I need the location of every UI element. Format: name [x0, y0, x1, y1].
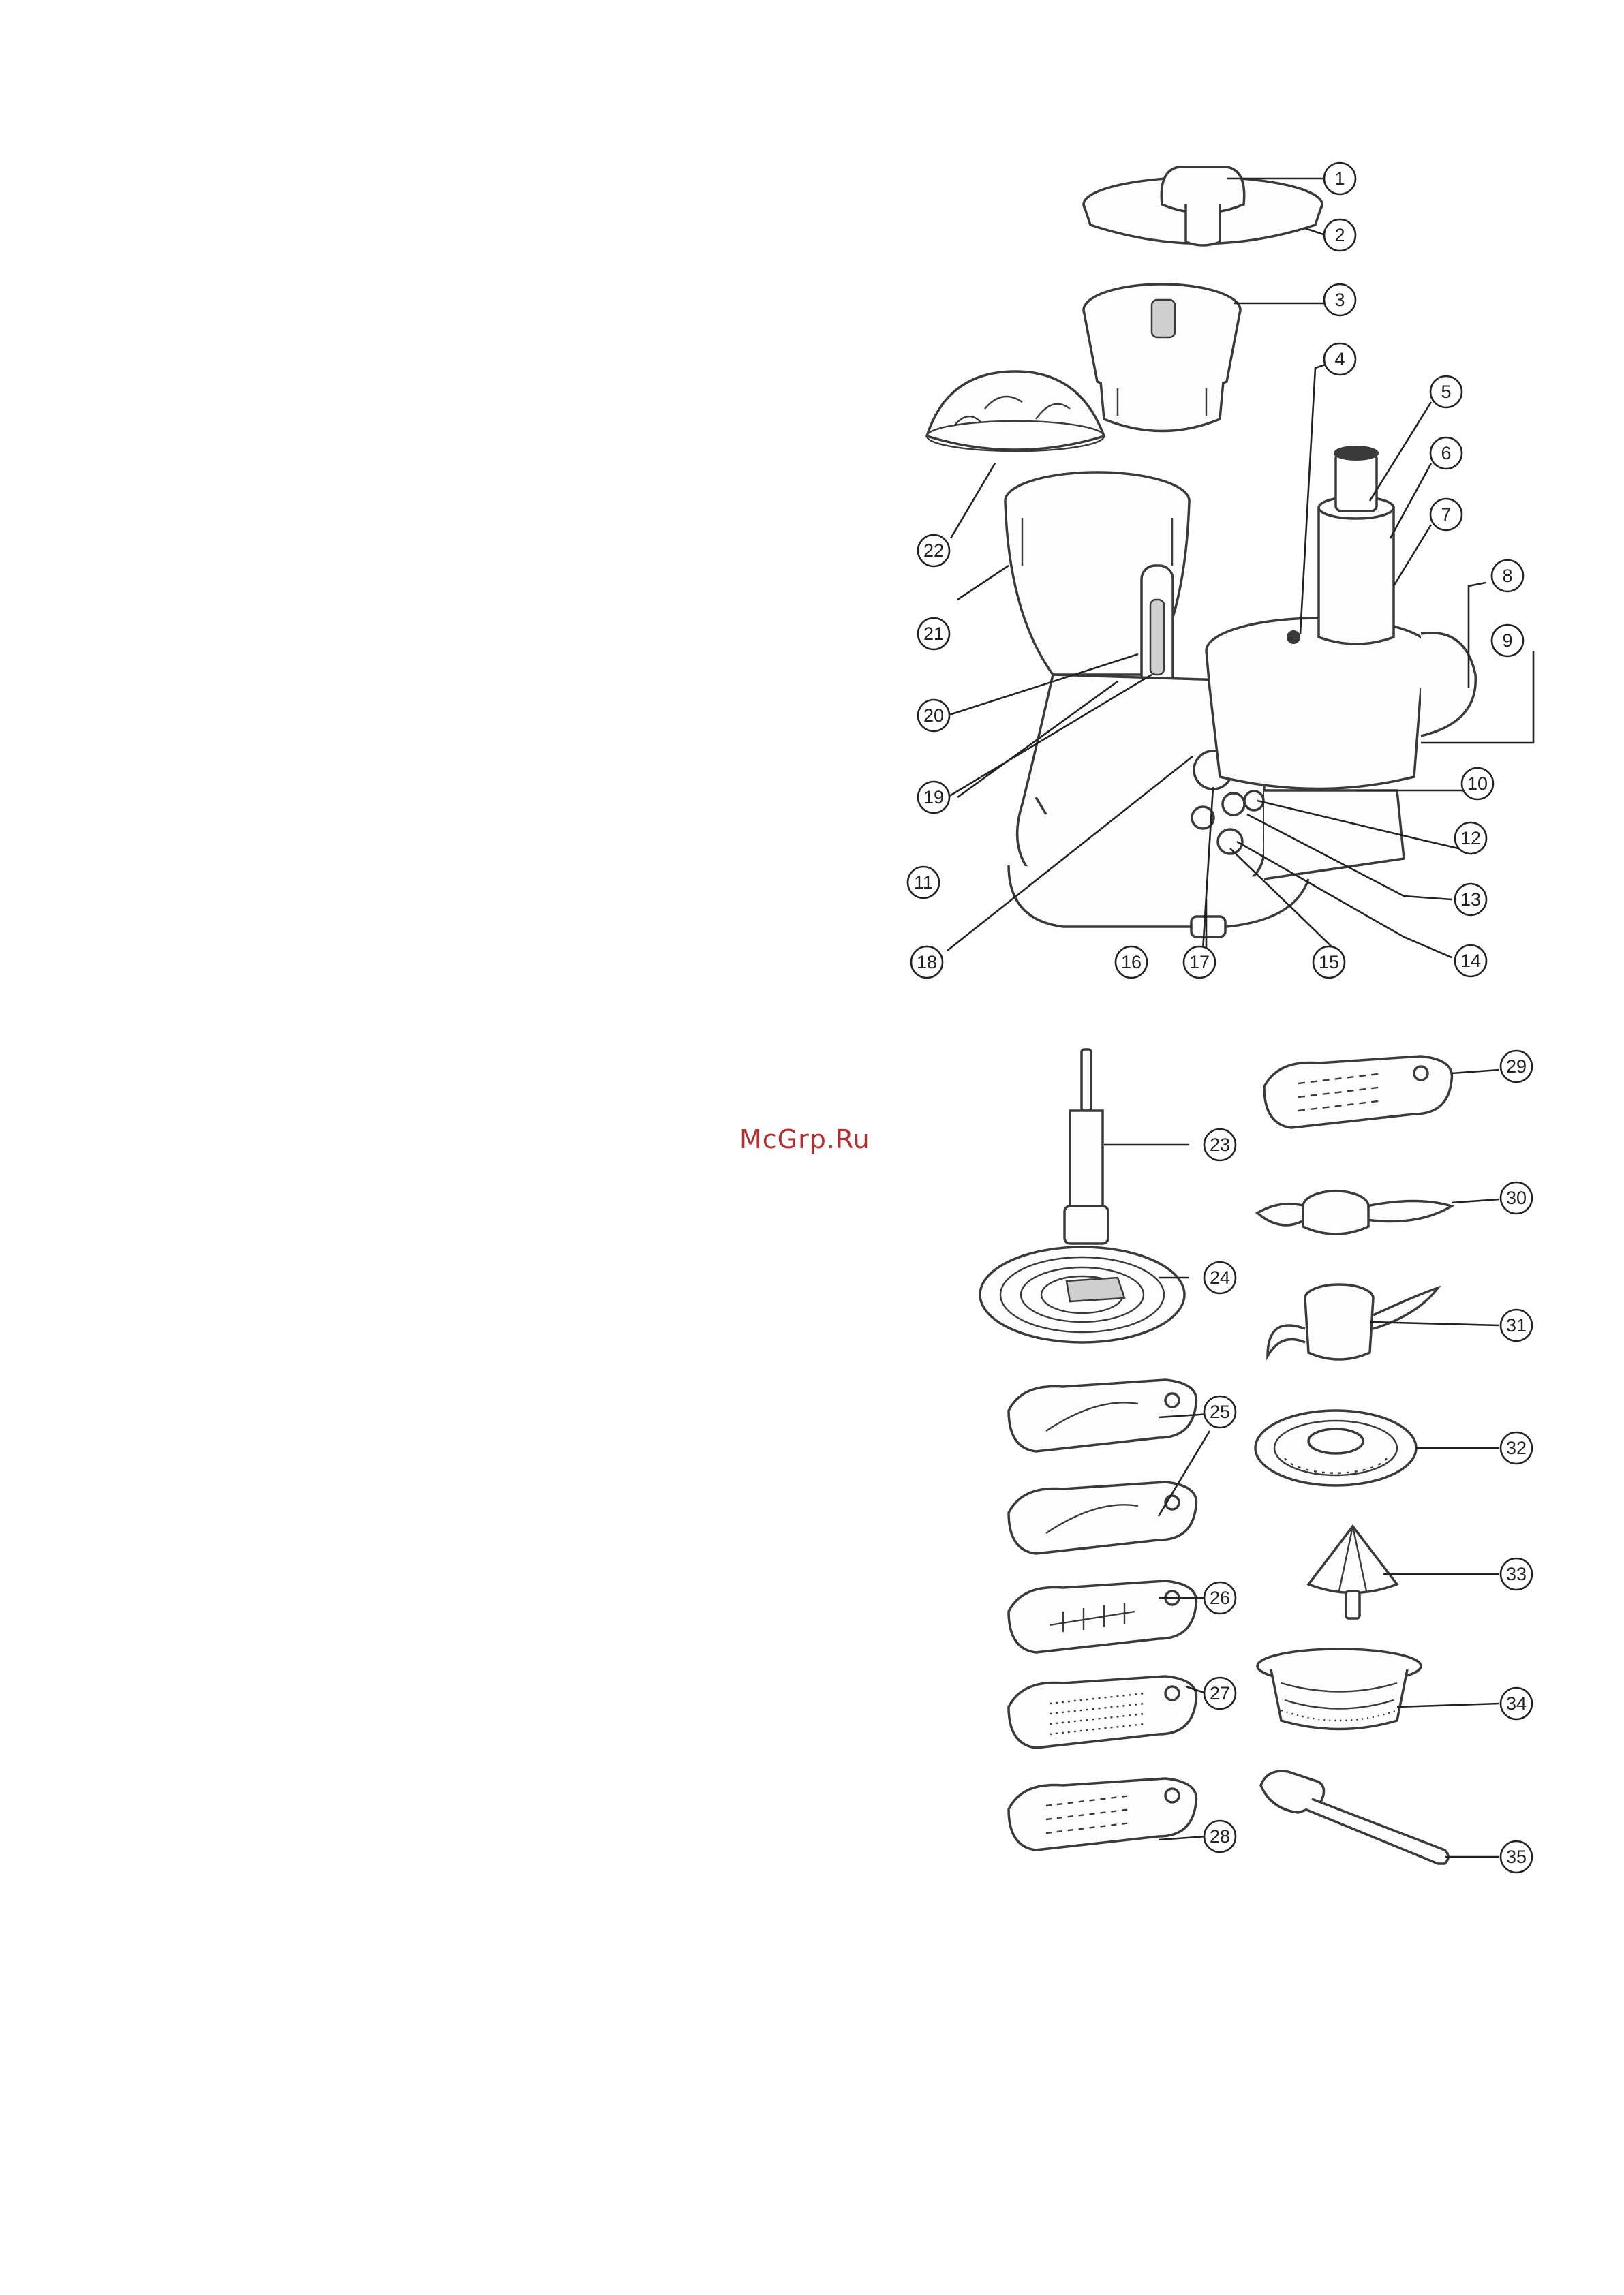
- splash-guard-part: [927, 371, 1104, 451]
- feed-tube-part: [1319, 446, 1394, 644]
- callout-number: 19: [923, 787, 944, 807]
- main-assembly: [927, 167, 1475, 937]
- callout-29: 29: [1501, 1051, 1532, 1082]
- callout-7: 7: [1430, 499, 1462, 530]
- julienne-blade-part: [1009, 1380, 1196, 1554]
- callout-number: 4: [1334, 349, 1345, 369]
- fine-grater-part: [1009, 1676, 1196, 1748]
- callout-number: 7: [1441, 504, 1451, 525]
- french-fry-blade-part: [1009, 1581, 1196, 1652]
- callout-30: 30: [1501, 1182, 1532, 1214]
- callout-24: 24: [1204, 1262, 1236, 1293]
- callout-number: 33: [1506, 1564, 1527, 1584]
- callout-1: 1: [1324, 163, 1355, 194]
- spatula-part: [1261, 1771, 1448, 1864]
- callout-2: 2: [1324, 219, 1355, 251]
- callout-33: 33: [1501, 1558, 1532, 1590]
- callout-number: 35: [1506, 1847, 1527, 1867]
- callout-28: 28: [1204, 1821, 1236, 1852]
- shredding-blade-part: [1264, 1056, 1452, 1128]
- accessories: [980, 1049, 1452, 1864]
- drive-shaft-part: [1064, 1049, 1108, 1244]
- callout-number: 5: [1441, 382, 1451, 402]
- callout-number: 32: [1506, 1438, 1527, 1458]
- callout-number: 24: [1210, 1267, 1230, 1288]
- callout-number: 34: [1506, 1693, 1527, 1714]
- callout-6: 6: [1430, 437, 1462, 469]
- callout-34: 34: [1501, 1688, 1532, 1719]
- callout-number: 29: [1506, 1056, 1527, 1077]
- callout-11: 11: [908, 867, 939, 898]
- callout-8: 8: [1492, 560, 1523, 591]
- callout-number: 28: [1210, 1826, 1230, 1847]
- juicer-cone-part: [1308, 1526, 1397, 1618]
- callout-number: 1: [1334, 168, 1345, 189]
- callout-16: 16: [1116, 946, 1147, 978]
- callout-number: 18: [917, 952, 937, 972]
- strainer-basket-part: [1257, 1649, 1421, 1729]
- callout-18: 18: [911, 946, 943, 978]
- callout-3: 3: [1324, 284, 1355, 315]
- callout-number: 2: [1334, 225, 1345, 245]
- callout-number: 17: [1189, 952, 1210, 972]
- callout-number: 21: [923, 623, 944, 644]
- callout-20: 20: [918, 700, 949, 731]
- callout-number: 22: [923, 540, 944, 561]
- callout-number: 8: [1502, 566, 1512, 586]
- callout-22: 22: [918, 535, 949, 566]
- callout-number: 27: [1210, 1683, 1230, 1704]
- blender-jug-part: [1005, 472, 1189, 695]
- callout-26: 26: [1204, 1582, 1236, 1614]
- callout-number: 6: [1441, 443, 1451, 463]
- callout-35: 35: [1501, 1841, 1532, 1873]
- callout-13: 13: [1455, 884, 1486, 915]
- citrus-strainer-part: [1255, 1411, 1416, 1485]
- callout-number: 10: [1467, 773, 1488, 794]
- callout-number: 14: [1460, 951, 1481, 971]
- callout-number: 23: [1210, 1135, 1230, 1155]
- callout-4: 4: [1324, 343, 1355, 375]
- dough-blade-part: [1268, 1284, 1438, 1359]
- callout-number: 9: [1502, 630, 1512, 651]
- callout-number: 20: [923, 705, 944, 726]
- callout-number: 25: [1210, 1402, 1230, 1422]
- callout-12: 12: [1455, 822, 1486, 854]
- slicing-disc-part: [980, 1247, 1184, 1342]
- callout-17: 17: [1184, 946, 1215, 978]
- callout-number: 13: [1460, 889, 1481, 910]
- callout-10: 10: [1462, 768, 1493, 799]
- chopper-bowl-part: [1084, 284, 1240, 431]
- callout-number: 26: [1210, 1588, 1230, 1608]
- callout-14: 14: [1455, 945, 1486, 976]
- callout-27: 27: [1204, 1678, 1236, 1709]
- callout-15: 15: [1313, 946, 1345, 978]
- callout-number: 12: [1460, 828, 1481, 848]
- callout-21: 21: [918, 618, 949, 649]
- callout-number: 3: [1334, 290, 1345, 310]
- callout-number: 31: [1506, 1315, 1527, 1336]
- callout-5: 5: [1430, 376, 1462, 407]
- callout-19: 19: [918, 782, 949, 813]
- callout-number: 16: [1121, 952, 1142, 972]
- callout-31: 31: [1501, 1310, 1532, 1341]
- callout-23: 23: [1204, 1129, 1236, 1160]
- callout-number: 30: [1506, 1188, 1527, 1208]
- callout-9: 9: [1492, 625, 1523, 656]
- callout-number: 15: [1319, 952, 1339, 972]
- callout-number: 11: [914, 872, 933, 893]
- callout-25: 25: [1204, 1396, 1236, 1428]
- chopping-blade-part: [1257, 1191, 1452, 1234]
- callout-32: 32: [1501, 1432, 1532, 1464]
